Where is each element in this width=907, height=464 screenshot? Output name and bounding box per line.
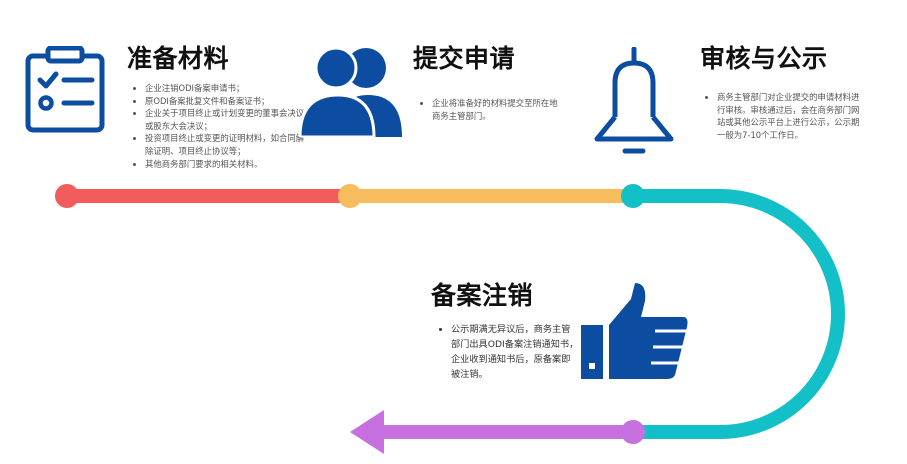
flow-segment-3 [633,189,845,439]
list-item: 原ODI备案批复文件和备案证书； [145,95,307,108]
thumbs-up-icon [579,283,691,385]
flow-arrow-head [350,410,384,454]
flow-node-1 [55,184,79,208]
step-2-list: 企业将准备好的材料提交至所在地商务主管部门。 [418,97,562,122]
step-3-title: 审核与公示 [700,44,828,73]
list-item: 商务主管部门对企业提交的申请材料进行审核。审核通过后，会在商务部门网站或其他公示… [717,91,865,141]
flow-node-3 [621,184,645,208]
list-item: 企业关于项目终止或计划变更的董事会决议或股东大会决议； [145,107,307,132]
step-3-list: 商务主管部门对企业提交的申请材料进行审核。审核通过后，会在商务部门网站或其他公示… [703,91,865,141]
step-4-list: 公示期满无异议后，商务主管部门出具ODI备案注销通知书，企业收到通知书后，原备案… [437,322,579,382]
list-item: 公示期满无异议后，商务主管部门出具ODI备案注销通知书，企业收到通知书后，原备案… [451,322,579,382]
list-item: 投资项目终止或变更的证明材料，如合同解除证明、项目终止协议等； [145,132,307,157]
flow-node-4 [621,420,645,444]
step-2-title: 提交申请 [413,44,516,73]
list-item: 企业将准备好的材料提交至所在地商务主管部门。 [432,97,562,122]
bell-icon [591,46,677,163]
people-group-icon [298,45,406,141]
clipboard-checklist-icon [18,45,112,138]
flow-node-2 [338,184,362,208]
list-item: 企业注销ODI备案申请书； [145,82,307,95]
step-1-list: 企业注销ODI备案申请书； 原ODI备案批复文件和备案证书； 企业关于项目终止或… [131,82,307,170]
step-4-title: 备案注销 [431,281,534,310]
step-1-title: 准备材料 [127,44,230,73]
list-item: 其他商务部门要求的相关材料。 [145,158,307,171]
